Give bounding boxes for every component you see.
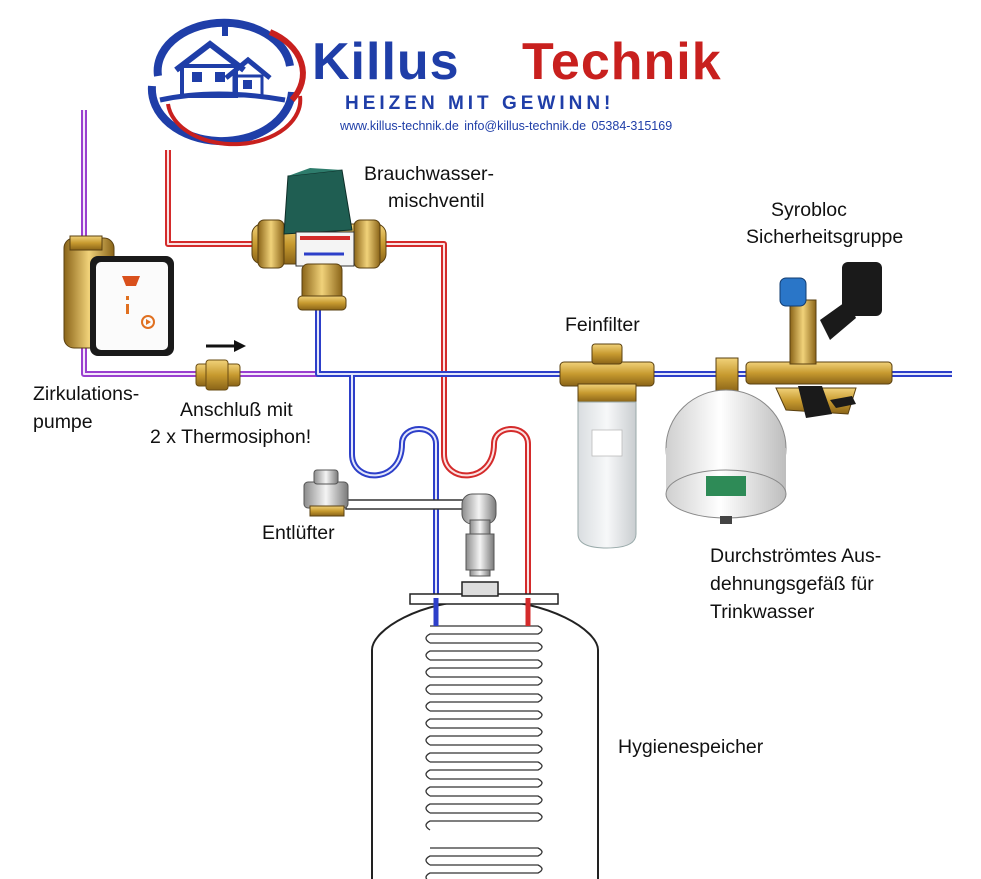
brand-slogan: HEIZEN MIT GEWINN! — [345, 93, 615, 114]
vessel-label-line2: dehnungsgefäß für — [710, 573, 874, 595]
safety-group-icon[interactable] — [745, 262, 893, 418]
tank-label: Hygienespeicher — [618, 736, 764, 758]
brand-name-first: Killus — [312, 33, 460, 91]
coil-loop — [425, 625, 543, 644]
coil-loop — [425, 727, 543, 746]
air-vent-icon[interactable] — [303, 469, 497, 577]
thermostatic-mixing-valve-icon[interactable] — [251, 168, 387, 311]
syrobloc-label-line2: Sicherheitsgruppe — [746, 226, 904, 248]
coil-loop — [425, 761, 543, 780]
brand-name-second: Technik — [522, 33, 722, 91]
coil-loop — [425, 778, 543, 797]
house-logo-icon — [147, 18, 306, 147]
vessel-label-line1: Durchströmtes Aus- — [710, 545, 882, 567]
coil-loop — [425, 812, 543, 831]
hot-water-pipes — [165, 150, 531, 598]
coil-loop — [425, 795, 543, 814]
coil-loop — [425, 847, 543, 866]
fine-filter-icon[interactable] — [559, 343, 655, 549]
mixer-label-line1: Brauchwasser- — [364, 163, 495, 185]
vent-line — [345, 499, 477, 510]
vessel-label-line3: Trinkwasser — [710, 601, 815, 623]
brand-contact: www.killus-technik.de info@killus-techni… — [340, 119, 673, 133]
pump-label-line2: pumpe — [33, 411, 93, 433]
coil-loop — [425, 744, 543, 763]
expansion-vessel-icon[interactable] — [665, 357, 787, 524]
coil-loop — [425, 710, 543, 729]
coil-loop — [425, 659, 543, 678]
syrobloc-label-line1: Syrobloc — [771, 199, 847, 221]
connection-label-line2: 2 x Thermosiphon! — [150, 426, 312, 448]
mixer-label-line2: mischventil — [388, 190, 485, 212]
coil-loop — [425, 693, 543, 712]
vent-label: Entlüfter — [262, 522, 335, 544]
storage-tank-icon — [371, 581, 599, 879]
coil-loop — [425, 642, 543, 661]
coil-loop — [425, 676, 543, 695]
filter-label: Feinfilter — [565, 314, 640, 336]
circulation-pump-icon[interactable] — [63, 235, 174, 356]
connection-label-line1: Anschluß mit — [180, 399, 293, 421]
check-valve-icon[interactable] — [195, 340, 246, 391]
pump-label-line1: Zirkulations- — [33, 383, 140, 405]
